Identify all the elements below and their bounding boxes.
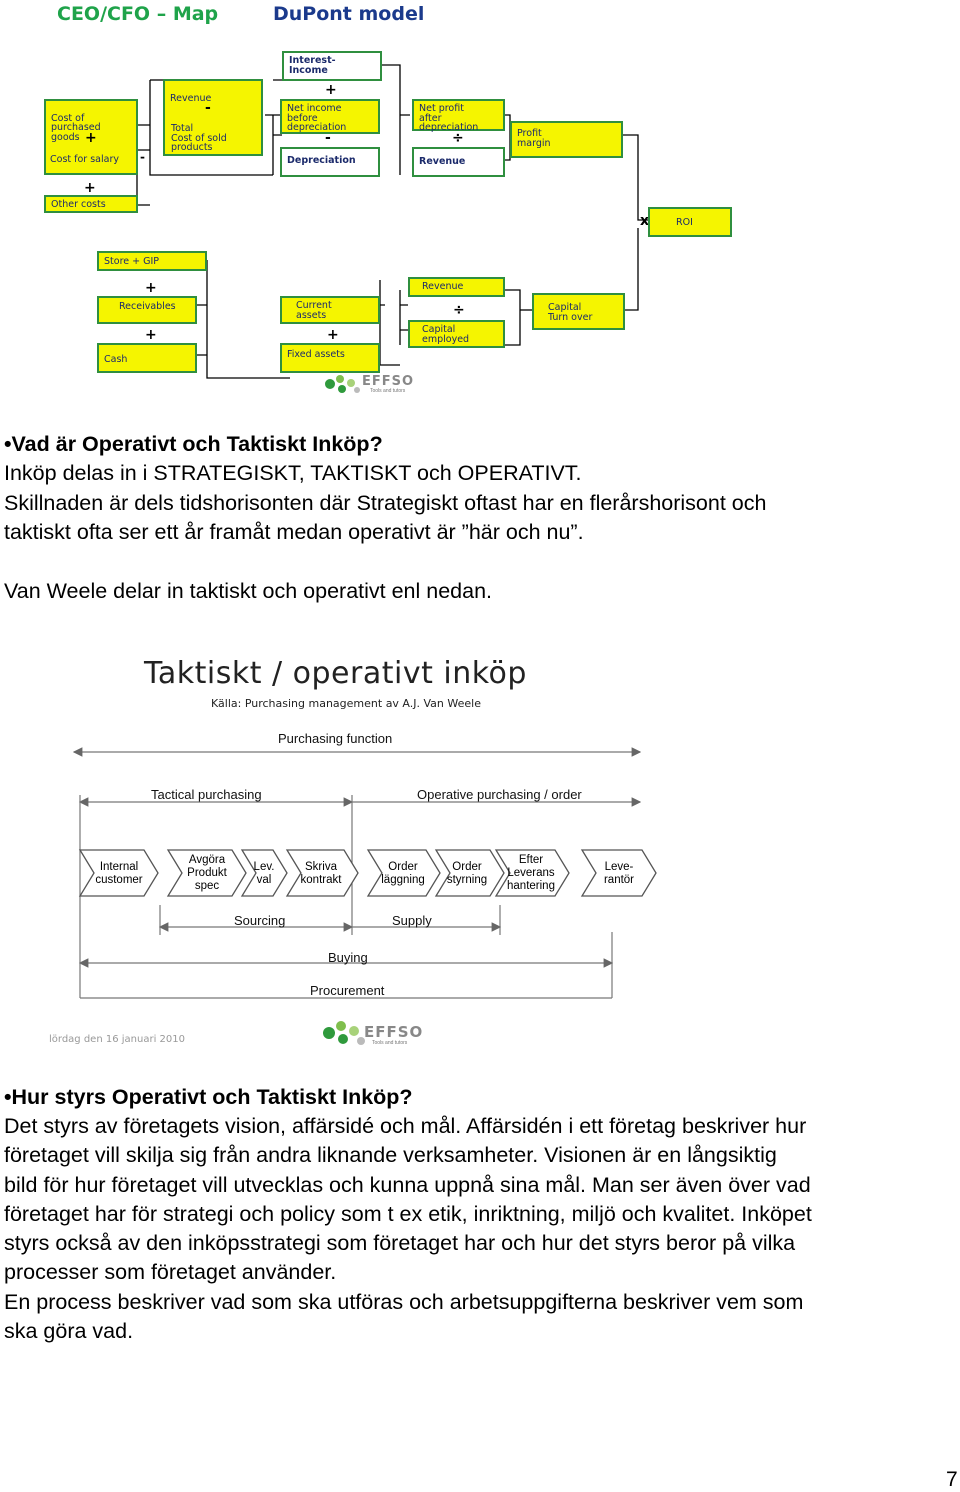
minus-operator: - <box>205 100 211 116</box>
section-2-line: ska göra vad. <box>4 1319 134 1343</box>
section-2-line: processer som företaget använder. <box>4 1260 337 1284</box>
revenue-top-label: Revenue <box>170 92 212 104</box>
sourcing-label: Sourcing <box>234 913 286 928</box>
plus-operator: + <box>145 327 157 343</box>
section-2-line: företaget har för strategi och policy so… <box>4 1202 812 1226</box>
step-contract: Skriva kontrakt <box>300 861 342 886</box>
plus-operator: + <box>325 82 337 98</box>
divide-operator: ÷ <box>453 302 465 318</box>
effso-logo-tagline: Tools and tutors <box>372 1040 408 1046</box>
section-2-heading: •Hur styrs Operativt och Taktiskt Inköp? <box>4 1085 413 1109</box>
step-supplier: Leve- rantör <box>603 861 635 886</box>
section-2-line: En process beskriver vad som ska utföras… <box>4 1290 804 1314</box>
supply-label: Supply <box>392 913 432 928</box>
cost-purchased-goods-box: Cost of purchased goods <box>44 99 138 175</box>
step-ordering: Order läggning <box>381 861 425 886</box>
fixed-assets-box: Fixed assets <box>280 343 380 373</box>
times-operator: x <box>640 213 650 229</box>
effso-logo-text: EFFSO <box>362 374 415 389</box>
effso-logo-mark-icon <box>325 375 360 393</box>
plus-operator: + <box>145 280 157 296</box>
net-profit-box: Net profit after depreciation <box>412 99 505 132</box>
effso-logo-text: EFFSO <box>364 1023 424 1041</box>
effso-logo-tagline: Tools and tutors <box>370 388 406 394</box>
section-1-line: Van Weele delar in taktiskt och operativ… <box>4 579 493 603</box>
slide-date: lördag den 16 januari 2010 <box>49 1034 185 1045</box>
step-internal-customer: Internal customer <box>95 861 143 886</box>
section-2-line: bild för hur företaget vill utvecklas oc… <box>4 1173 811 1197</box>
cost-salary-label: Cost for salary <box>50 154 119 165</box>
cash-box: Cash <box>97 343 197 373</box>
section-2-line: styrs också av den inköpsstrategi som fö… <box>4 1231 796 1255</box>
section-1-heading: •Vad är Operativt och Taktiskt Inköp? <box>4 432 383 456</box>
section-1-line: taktiskt ofta ser ett år framåt medan op… <box>4 520 584 544</box>
section-2-line: företaget vill skilja sig från andra lik… <box>4 1143 777 1167</box>
cost-purchased-label: Cost of purchased goods <box>51 112 101 143</box>
revenue-total-box: Revenue <box>163 79 263 156</box>
section-1-line: Inköp delas in i STRATEGISKT, TAKTISKT o… <box>4 461 582 485</box>
dupont-connectors <box>136 64 648 379</box>
dupont-title-left: CEO/CFO – Map <box>57 3 219 25</box>
receivables-box: Receivables <box>97 296 197 324</box>
revenue-mid-box: Revenue <box>412 147 505 177</box>
plus-operator: + <box>85 130 97 146</box>
step-after-delivery: Efter Leverans hantering <box>507 854 555 892</box>
capital-employed-box: Capital employed <box>408 320 505 348</box>
effso-logo-mark-icon <box>323 1021 365 1045</box>
effso-logo-slide: EFFSO Tools and tutors <box>320 1018 432 1050</box>
depreciation-box: Depreciation <box>280 147 380 177</box>
roi-box: ROI <box>648 207 732 237</box>
other-costs-box: Other costs <box>44 195 138 213</box>
section-2-line: Det styrs av företagets vision, affärsid… <box>4 1114 807 1138</box>
procurement-label: Procurement <box>310 983 385 998</box>
purchasing-function-label: Purchasing function <box>278 731 393 746</box>
minus-operator: - <box>140 150 145 164</box>
section-1-line: Skillnaden är dels tidshorisonten där St… <box>4 491 767 515</box>
plus-operator: + <box>84 180 96 196</box>
plus-operator: + <box>327 327 339 343</box>
net-income-box: Net income before depreciation <box>280 99 380 134</box>
tactical-purchasing-label: Tactical purchasing <box>151 787 262 802</box>
interest-income-box: Interest- Income <box>282 51 382 81</box>
operative-purchasing-label: Operative purchasing / order <box>417 787 582 802</box>
profit-margin-box: Profit margin <box>510 121 623 158</box>
step-supplier-selection: Lev. val <box>253 861 275 886</box>
step-order-control: Order styrning <box>446 861 488 886</box>
store-gip-box: Store + GIP <box>97 251 207 271</box>
dupont-title-right: DuPont model <box>273 3 425 25</box>
slide-title: Taktiskt / operativt inköp <box>144 656 527 691</box>
minus-operator: - <box>325 130 331 146</box>
page-number: 7 <box>946 1468 958 1491</box>
total-cost-label: Total Cost of sold products <box>171 123 227 153</box>
step-product-spec: Avgöra Produkt spec <box>187 854 227 892</box>
revenue-low-box: Revenue <box>408 277 505 297</box>
slide-source: Källa: Purchasing management av A.J. Van… <box>211 697 481 710</box>
current-assets-box: Current assets <box>280 296 380 324</box>
effso-logo: EFFSO Tools and tutors <box>322 373 432 395</box>
buying-label: Buying <box>328 950 368 965</box>
divide-operator: ÷ <box>452 130 464 146</box>
capital-turnover-box: Capital Turn over <box>532 293 625 330</box>
